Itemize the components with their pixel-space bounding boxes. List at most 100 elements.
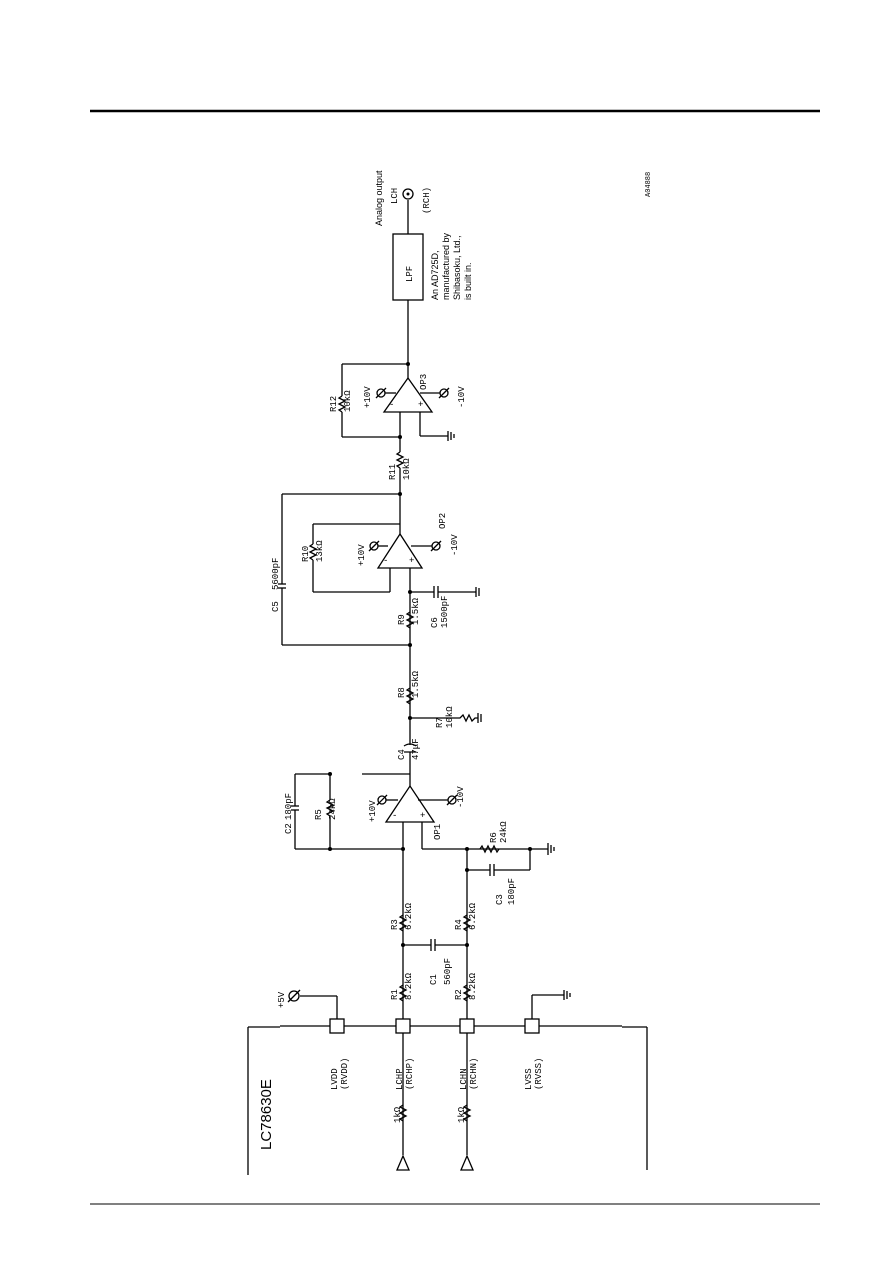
r1-ref: R1 (390, 989, 400, 1000)
r5-ref: R5 (314, 809, 324, 820)
r5-resistor (325, 799, 335, 817)
r9-value: 1.5kΩ (411, 597, 421, 625)
junction-dots (328, 362, 532, 947)
op1-pos-supply: +10V (368, 800, 378, 822)
r12-resistor (337, 395, 347, 413)
c3-capacitor (467, 849, 531, 876)
c4-ref: C4 (397, 749, 407, 760)
op3-neg-supply: -10V (457, 386, 467, 408)
r12-ref: R12 (329, 396, 339, 412)
output-label-3: (RCH) (422, 187, 432, 214)
chip-name: LC78630E (258, 1079, 275, 1150)
pin-lchn-box (459, 1018, 475, 1034)
pin-rchn-label: (RCHN) (469, 1058, 479, 1090)
pin-lchp-box (395, 1018, 411, 1034)
vss-ground (531, 990, 571, 1019)
op2-neg-supply: -10V (450, 534, 460, 556)
c5-value: 5600pF (271, 558, 281, 590)
r10-resistor (308, 543, 318, 561)
r6-ref: R6 (489, 832, 499, 843)
op2-amplifier (376, 532, 424, 569)
op1-plus: + (420, 811, 425, 821)
r7-ref: R7 (435, 717, 445, 728)
op3-pos-supply: +10V (363, 386, 373, 408)
r2-resistor (462, 984, 472, 1002)
r10-value: 13kΩ (315, 540, 325, 562)
r1-value: 8.2kΩ (404, 972, 414, 1000)
r2-value: 8.2kΩ (468, 972, 478, 1000)
r4-value: 6.2kΩ (468, 902, 478, 930)
r11-value: 10kΩ (402, 458, 412, 480)
c2-value: 180pF (284, 793, 294, 820)
internal-driver-p (396, 1033, 410, 1171)
op1-neg-supply: -10V (456, 786, 466, 808)
r9-resistor (405, 611, 415, 629)
r7-value: 10kΩ (445, 706, 455, 728)
r11-resistor (395, 451, 405, 469)
r1-resistor (398, 984, 408, 1002)
internal-driver-n (460, 1033, 474, 1171)
pin-lchp-label: LCHP (395, 1068, 405, 1090)
input-res-1-label: 1kΩ (393, 1106, 403, 1123)
r6-resistor (479, 844, 500, 854)
r3-ref: R3 (390, 919, 400, 930)
op2-minus: - (383, 556, 388, 566)
r3-value: 6.2kΩ (404, 902, 414, 930)
op1-amplifier (384, 784, 436, 823)
op2-plus: + (409, 556, 414, 566)
op1-ref: OP1 (433, 824, 443, 840)
r4-resistor (462, 914, 472, 932)
lpf-note-2: manufactured by (441, 232, 451, 300)
r4-ref: R4 (454, 919, 464, 930)
lpf-note-4: is built in. (463, 262, 473, 300)
supply-5v-label: +5V (277, 991, 287, 1008)
r2-ref: R2 (454, 989, 464, 1000)
pin-lvdd-box (329, 1018, 345, 1034)
r7-resistor (410, 713, 478, 723)
output-label-1: Analog output (374, 170, 384, 226)
op2-pos-supply: +10V (357, 544, 367, 566)
r8-value: 1.5kΩ (411, 670, 421, 698)
vdd-supply (287, 989, 338, 1019)
figure-code: A04888 (645, 172, 653, 197)
pin-rvdd-label: (RVDD) (340, 1058, 350, 1090)
c6-capacitor (410, 586, 480, 598)
op3-amplifier (382, 376, 434, 413)
c3-ref: C3 (495, 894, 505, 905)
r8-resistor (405, 687, 415, 705)
op3-plus: + (418, 400, 423, 410)
c3-value: 180pF (507, 878, 517, 905)
pin-rvss-label: (RVSS) (534, 1058, 544, 1090)
r6-value: 24kΩ (499, 821, 509, 843)
c4-value: 47μF (411, 738, 421, 760)
pin-lvss-box (524, 1018, 540, 1034)
ground-op1 (530, 843, 555, 855)
r10-ref: R10 (301, 546, 311, 562)
c6-value: 1500pF (440, 596, 450, 628)
r9-ref: R9 (397, 614, 407, 625)
r11-ref: R11 (388, 464, 398, 480)
c5-ref: C5 (271, 601, 281, 612)
c6-ref: C6 (430, 617, 440, 628)
output-jack (402, 188, 414, 200)
lpf-note-3: Shibasoku, Ltd., (452, 235, 462, 300)
pin-lvss-label: LVSS (524, 1068, 534, 1090)
c2-ref: C2 (284, 823, 294, 834)
chip-outline (247, 1026, 648, 1175)
r12-value: 10kΩ (343, 390, 353, 412)
pin-rchp-label: (RCHP) (405, 1058, 415, 1090)
r5-value: 24kΩ (328, 798, 338, 820)
op3-minus: - (389, 400, 394, 410)
op1-minus: - (392, 811, 397, 821)
pin-lchn-label: LCHN (459, 1068, 469, 1090)
output-label-2: LCH (390, 188, 400, 204)
lpf-label: LPF (405, 266, 415, 282)
op3-ref: OP3 (419, 374, 429, 390)
lpf-note-1: An AD725D, (430, 250, 440, 300)
pin-lvdd-label: LVDD (330, 1068, 340, 1090)
r8-ref: R8 (397, 687, 407, 698)
c1-capacitor (403, 939, 467, 951)
c1-ref: C1 (429, 974, 439, 985)
op2-ref: OP2 (438, 513, 448, 529)
